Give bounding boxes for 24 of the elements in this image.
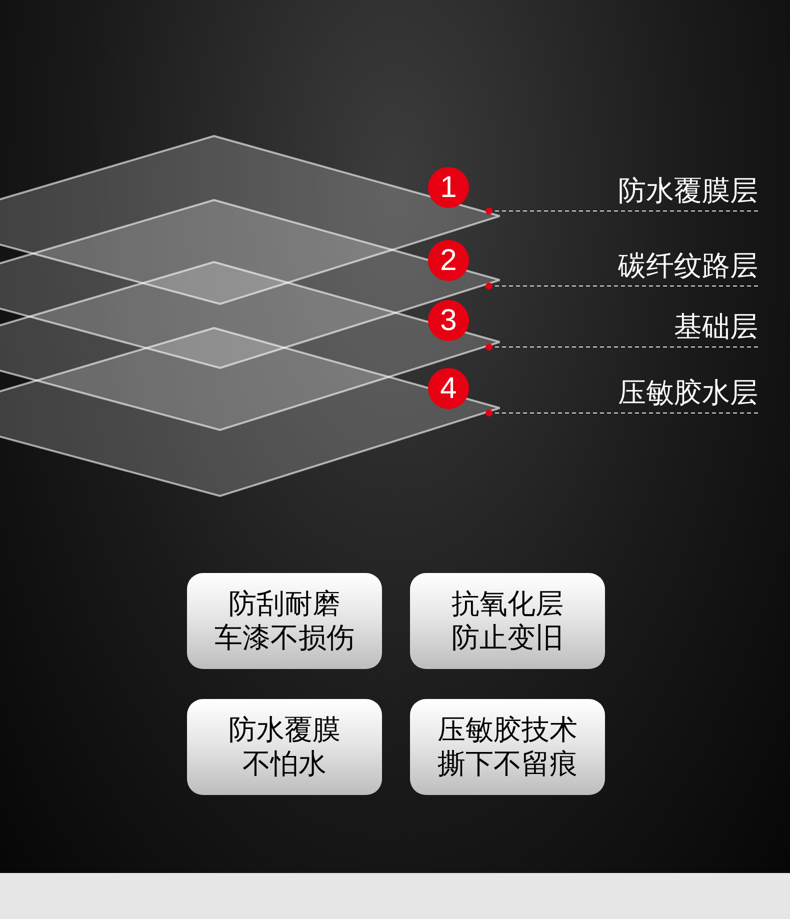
layer-label: 压敏胶水层 bbox=[618, 379, 758, 413]
feature-text: 防刮耐磨 bbox=[228, 590, 340, 618]
feature-card bbox=[410, 699, 605, 795]
leader-line bbox=[486, 410, 758, 416]
layer-label: 碳纤纹路层 bbox=[618, 252, 758, 286]
leader-line bbox=[486, 344, 758, 350]
leader-line bbox=[486, 208, 758, 214]
feature-text: 防止变旧 bbox=[452, 624, 564, 652]
number-badge: 1 bbox=[428, 167, 469, 208]
feature-text: 抗氧化层 bbox=[452, 590, 564, 618]
number-badge: 2 bbox=[428, 240, 469, 281]
feature-text: 防水覆膜 bbox=[228, 716, 340, 744]
leader-line bbox=[486, 282, 758, 290]
feature-card bbox=[187, 573, 382, 669]
feature-card bbox=[187, 699, 382, 795]
feature-text: 车漆不损伤 bbox=[214, 624, 354, 652]
feature-text: 撕下不留痕 bbox=[438, 750, 578, 778]
feature-text: 压敏胶技术 bbox=[438, 716, 578, 744]
number-badge: 3 bbox=[428, 300, 469, 341]
layer-label: 防水覆膜层 bbox=[618, 177, 758, 211]
feature-card bbox=[410, 573, 605, 669]
layer-label: 基础层 bbox=[674, 313, 758, 347]
number-badge: 4 bbox=[428, 368, 469, 409]
feature-text: 不怕水 bbox=[242, 750, 326, 778]
